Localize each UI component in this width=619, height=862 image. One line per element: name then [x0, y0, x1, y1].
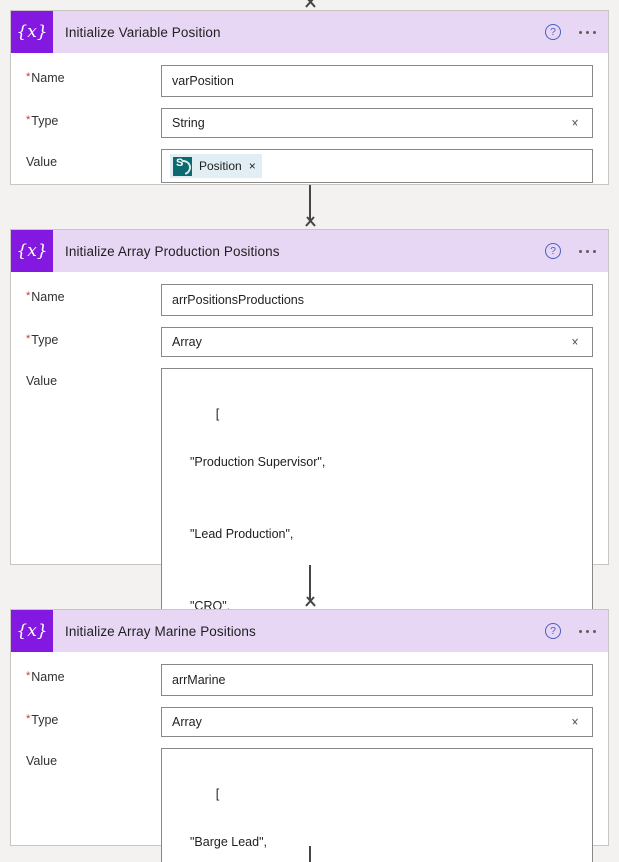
- code-line: "Lead Production",: [190, 527, 294, 541]
- field-row-type: *Type Array: [26, 327, 593, 357]
- code-open-bracket: [: [215, 407, 220, 421]
- type-label: *Type: [26, 108, 161, 128]
- field-row-type: *Type Array: [26, 707, 593, 737]
- arrow-down-icon: [302, 217, 318, 227]
- type-select[interactable]: String: [161, 108, 593, 138]
- dynamic-content-token[interactable]: Position ×: [170, 154, 262, 178]
- chevron-down-icon: [570, 719, 580, 725]
- variable-icon: {x}: [11, 610, 53, 652]
- name-label-text: Name: [31, 290, 65, 304]
- code-line: "Barge Lead",: [190, 835, 267, 849]
- card-body: *Name varPosition *Type String V: [11, 53, 608, 199]
- type-select[interactable]: Array: [161, 327, 593, 357]
- required-marker: *: [26, 290, 31, 302]
- required-marker: *: [26, 71, 31, 83]
- action-card-initialize-array-marine-positions[interactable]: {x} Initialize Array Marine Positions ? …: [10, 609, 609, 862]
- type-label: *Type: [26, 327, 161, 347]
- name-label-text: Name: [31, 670, 65, 684]
- code-line: "Production Supervisor",: [190, 455, 326, 469]
- token-label: Position: [199, 159, 242, 173]
- name-label: *Name: [26, 664, 161, 684]
- code-open-bracket: [: [215, 787, 220, 801]
- sharepoint-icon: [173, 156, 192, 176]
- variable-icon: {x}: [11, 230, 53, 272]
- type-label-text: Type: [31, 713, 59, 727]
- chevron-down-icon: [570, 339, 580, 345]
- help-icon[interactable]: ?: [545, 623, 561, 639]
- card-header-actions: ?: [545, 11, 596, 53]
- value-code-editor[interactable]: [ "Barge Lead", "Barge Supervisor" ]: [161, 748, 593, 862]
- card-header-actions: ?: [545, 230, 596, 272]
- variable-icon: {x}: [11, 11, 53, 53]
- field-row-name: *Name arrMarine: [26, 664, 593, 696]
- name-input[interactable]: arrMarine: [161, 664, 593, 696]
- field-row-name: *Name arrPositionsProductions: [26, 284, 593, 316]
- required-marker: *: [26, 713, 31, 725]
- field-row-value: Value Position ×: [26, 149, 593, 183]
- name-label: *Name: [26, 284, 161, 304]
- card-header[interactable]: {x} Initialize Array Production Position…: [11, 230, 608, 272]
- card-body: *Name arrMarine *Type Array Valu: [11, 652, 608, 862]
- type-select[interactable]: Array: [161, 707, 593, 737]
- field-row-name: *Name varPosition: [26, 65, 593, 97]
- value-label: Value: [26, 374, 58, 388]
- action-card-initialize-array-production-positions[interactable]: {x} Initialize Array Production Position…: [10, 229, 609, 862]
- type-label-text: Type: [31, 114, 59, 128]
- required-marker: *: [26, 114, 31, 126]
- card-header[interactable]: {x} Initialize Array Marine Positions ?: [11, 610, 608, 652]
- more-commands-icon[interactable]: [579, 30, 596, 34]
- required-marker: *: [26, 333, 31, 345]
- card-title: Initialize Array Production Positions: [65, 243, 280, 259]
- arrow-down-icon: [302, 0, 318, 8]
- type-select-value: Array: [172, 335, 202, 349]
- value-label: Value: [26, 155, 58, 169]
- value-input[interactable]: Position ×: [161, 149, 593, 183]
- card-title: Initialize Variable Position: [65, 24, 221, 40]
- card-header[interactable]: {x} Initialize Variable Position ?: [11, 11, 608, 53]
- type-label-text: Type: [31, 333, 59, 347]
- card-title: Initialize Array Marine Positions: [65, 623, 256, 639]
- more-commands-icon[interactable]: [579, 249, 596, 253]
- card-header-actions: ?: [545, 610, 596, 652]
- field-row-value: Value [ "Barge Lead", "Barge Supervisor"…: [26, 748, 593, 862]
- name-input[interactable]: arrPositionsProductions: [161, 284, 593, 316]
- type-label: *Type: [26, 707, 161, 727]
- help-icon[interactable]: ?: [545, 24, 561, 40]
- chevron-down-icon: [570, 120, 580, 126]
- value-label: Value: [26, 754, 58, 768]
- name-input[interactable]: varPosition: [161, 65, 593, 97]
- type-select-value: String: [172, 116, 205, 130]
- name-label-text: Name: [31, 71, 65, 85]
- close-icon[interactable]: ×: [248, 159, 256, 173]
- action-card-initialize-variable-position[interactable]: {x} Initialize Variable Position ? *Name…: [10, 10, 609, 185]
- field-row-type: *Type String: [26, 108, 593, 138]
- required-marker: *: [26, 670, 31, 682]
- help-icon[interactable]: ?: [545, 243, 561, 259]
- more-commands-icon[interactable]: [579, 629, 596, 633]
- name-label: *Name: [26, 65, 161, 85]
- type-select-value: Array: [172, 715, 202, 729]
